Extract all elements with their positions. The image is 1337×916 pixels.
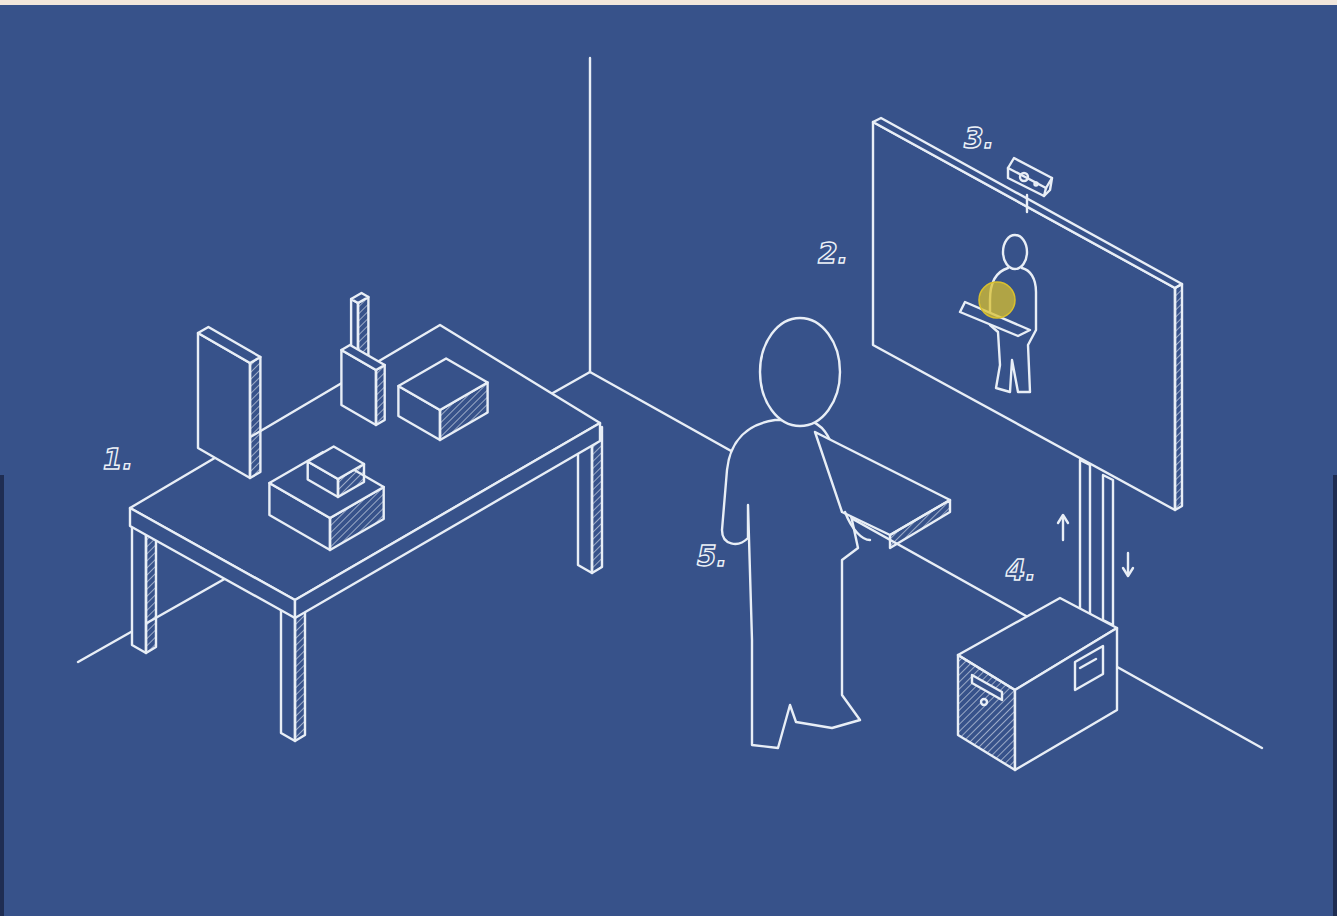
display-screen	[873, 118, 1182, 640]
camera	[1008, 158, 1052, 212]
edge-strip	[1333, 475, 1337, 916]
callout-number: 2.	[818, 240, 848, 268]
table-objects	[198, 293, 488, 550]
box	[398, 359, 487, 441]
slab	[198, 327, 260, 478]
person	[722, 318, 950, 748]
callout-number: 1.	[103, 446, 133, 474]
callout-number: 3.	[964, 125, 994, 153]
callout-number: 5.	[697, 543, 727, 571]
top-strip	[0, 0, 1337, 5]
computer-tower	[958, 598, 1117, 770]
remote-person	[960, 235, 1036, 392]
box	[308, 447, 364, 498]
callout-number: 4.	[1006, 557, 1036, 585]
wall-corner	[589, 58, 591, 372]
table	[130, 325, 602, 741]
slab	[341, 345, 384, 425]
edge-strip	[0, 475, 4, 916]
